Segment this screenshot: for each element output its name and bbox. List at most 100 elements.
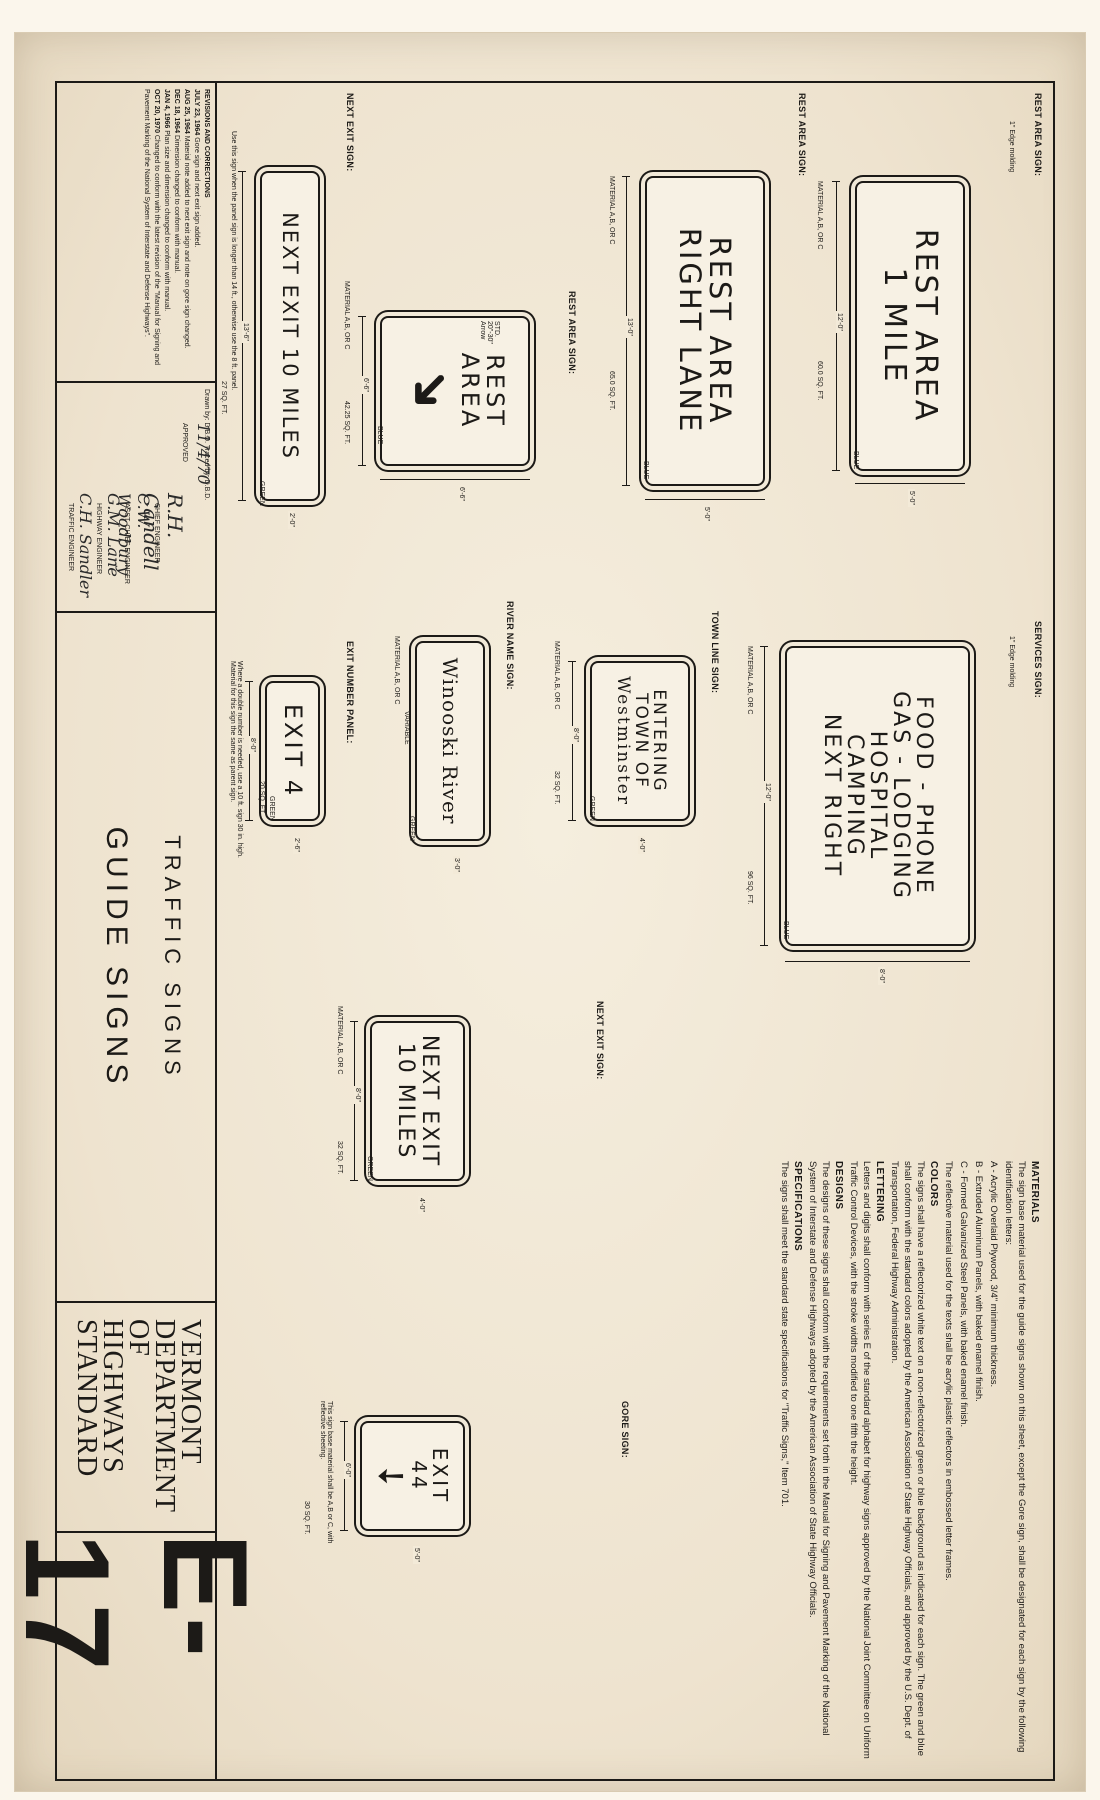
height-label: 4'-0" xyxy=(418,1196,425,1214)
width-label: 6'-0" xyxy=(344,1461,351,1479)
agency-line-2: DEPARTMENT xyxy=(149,1319,180,1513)
approved-label: APPROVED xyxy=(181,423,188,462)
approval-date: 11/4/70 xyxy=(194,423,213,485)
height-label: 5'-0" xyxy=(703,505,710,523)
agency-block: VERMONT DEPARTMENT OF HIGHWAYS STANDARD xyxy=(55,1301,217,1531)
sign-line: NEXT RIGHT xyxy=(818,713,844,879)
material-note: Where a double number is needed, use a 1… xyxy=(229,661,243,858)
specification-notes: MATERIALS The sign base material used fo… xyxy=(776,1161,1041,1761)
revision-date: DEC 18, 1964 xyxy=(173,89,180,133)
drawing-sheet: REST AREA SIGN: 1" Edge molding REST ARE… xyxy=(0,32,1086,1792)
revisions-block: REVISIONS AND CORRECTIONS JULY 23, 1964 … xyxy=(55,81,217,381)
material-label: MATERIAL A,B, OR C xyxy=(746,646,753,715)
width-label: 8'-0" xyxy=(572,726,579,744)
width-label: 13'-0" xyxy=(626,316,633,338)
next-exit-long-sign: NEXT EXIT 10 MILES xyxy=(260,171,320,501)
height-label: 6'-6" xyxy=(458,485,465,503)
next-exit-sign-1-caption: NEXT EXIT SIGN: xyxy=(345,93,355,172)
sign-line: EXIT xyxy=(428,1447,453,1505)
sign-line: RIGHT LANE xyxy=(673,227,707,435)
area-label: 96 SQ. FT. xyxy=(746,871,753,905)
area-label: 20 SQ. FT. xyxy=(258,781,265,815)
revision-text: Plan size and dimension changed to confo… xyxy=(163,130,170,312)
area-label: 30 SQ. FT. xyxy=(303,1501,310,1535)
width-label: 13'-6" xyxy=(242,321,249,343)
revision-row: JULY 23, 1964 Gore sign and next exit si… xyxy=(191,89,201,375)
material-c: C - Formed Galvanized Steel Panels, with… xyxy=(958,1161,969,1428)
agency-line-3: OF HIGHWAYS xyxy=(97,1319,154,1474)
sheet-title-block: TRAFFIC SIGNS GUIDE SIGNS xyxy=(55,611,217,1301)
revision-date: JULY 23, 1964 xyxy=(193,89,200,136)
revision-row: JAN 4, 1966 Plan size and dimension chan… xyxy=(161,89,171,375)
sign-line: Westminster xyxy=(613,676,634,806)
material-b: B - Extruded Aluminum Panels, with baked… xyxy=(973,1161,984,1402)
designs-text: The designs of these signs shall conform… xyxy=(807,1161,831,1736)
agency-line-1: VERMONT xyxy=(175,1319,206,1465)
sheet-number-block: E-17 xyxy=(0,1531,272,1781)
colors-heading: COLORS xyxy=(928,1161,939,1207)
area-label: 42.25 SQ. FT. xyxy=(343,401,350,445)
width-label: 6'-6" xyxy=(362,376,369,394)
revision-text: Material note added to next exit sign an… xyxy=(183,135,190,349)
color-label: BLUE xyxy=(642,461,649,480)
area-label: 60.0 SQ. FT. xyxy=(816,361,823,401)
revision-date: AUG 25, 1964 xyxy=(183,89,190,134)
sign-line: NEXT EXIT 10 MILES xyxy=(278,212,303,460)
signature-highway-engineer: G.M. Lane xyxy=(104,493,123,577)
material-a: A - Acrylic Overlaid Plywood, 3/4" minim… xyxy=(988,1161,999,1388)
colors-text: The signs shall have a reflectorized whi… xyxy=(889,1161,926,1756)
material-label: MATERIAL A,B, OR C xyxy=(816,181,823,250)
revision-text: Gore sign and next exit sign added. xyxy=(193,137,200,248)
materials-text: The sign base material used for the guid… xyxy=(1003,1161,1027,1753)
revision-date: OCT 20, 1970 xyxy=(153,89,160,133)
services-sign: FOOD - PHONE GAS - LODGING HOSPITAL CAMP… xyxy=(785,646,970,946)
area-label: 32 SQ. FT. xyxy=(553,771,560,805)
color-label: GREEN xyxy=(408,816,415,841)
material-note: This sign base material shall be A,B or … xyxy=(319,1401,333,1544)
town-line-sign-caption: TOWN LINE SIGN: xyxy=(710,611,720,694)
approval-block: Drawn by: D.B.D. Traced by: D.B.D. 11/4/… xyxy=(55,381,217,611)
river-name-sign-caption: RIVER NAME SIGN: xyxy=(505,601,515,690)
rest-area-sign-3-caption: REST AREA SIGN: xyxy=(567,291,577,375)
color-label: BLUE xyxy=(376,426,383,445)
height-dimension xyxy=(645,499,765,500)
height-label: 8'-0" xyxy=(878,967,885,985)
specifications-text: The signs shall meet the standard state … xyxy=(779,1161,790,1507)
material-label: MATERIAL A,B, OR C xyxy=(393,636,400,705)
sign-line: ENTERING xyxy=(648,689,669,793)
rest-area-sign-1-caption: REST AREA SIGN: xyxy=(1033,93,1043,177)
area-label: 27 SQ. FT. xyxy=(220,381,227,415)
gore-sign: EXIT 44 ➘ xyxy=(360,1421,465,1531)
edge-molding-label: 1" Edge molding xyxy=(1008,121,1015,173)
river-name-sign: Winooski River xyxy=(415,641,485,841)
height-dimension xyxy=(855,483,965,484)
gore-sign-caption: GORE SIGN: xyxy=(620,1401,630,1459)
sign-line: REST AREA xyxy=(703,236,738,426)
color-label: GREEN xyxy=(588,796,595,821)
sign-line: REST xyxy=(481,354,510,428)
revision-row: DEC 18, 1964 Dimension changed to confor… xyxy=(171,89,181,375)
revision-text: Dimension changed to conform with manual… xyxy=(173,134,180,274)
color-label: BLUE xyxy=(782,921,789,940)
material-label: MATERIAL A,B, OR C xyxy=(608,176,615,245)
title-line-2: GUIDE SIGNS xyxy=(100,826,133,1090)
rest-area-1-mile-sign: REST AREA 1 MILE xyxy=(855,181,965,471)
width-label: VARIABLE xyxy=(403,711,410,745)
color-label: BLUE xyxy=(852,451,859,470)
reflective-text: The reflective material used for the tex… xyxy=(943,1161,954,1581)
next-exit-sign-2-caption: NEXT EXIT SIGN: xyxy=(595,1001,605,1080)
width-label: 8'-0" xyxy=(249,736,256,754)
area-label: 65.0 SQ. FT. xyxy=(608,371,615,411)
revision-row: AUG 25, 1964 Material note added to next… xyxy=(181,89,191,375)
rest-area-sign-2-caption: REST AREA SIGN: xyxy=(797,93,807,177)
signature-traffic-engineer: C.H. Sandler xyxy=(76,493,95,598)
height-label: 5'-0" xyxy=(908,489,915,507)
material-label: MATERIAL A,B, OR C xyxy=(553,641,560,710)
materials-heading: MATERIALS xyxy=(1029,1161,1040,1224)
sign-line: HOSPITAL xyxy=(865,730,891,862)
services-sign-caption: SERVICES SIGN: xyxy=(1033,621,1043,699)
revision-date: JAN 4, 1966 xyxy=(163,89,170,129)
height-label: 2'-6" xyxy=(293,836,300,854)
sign-line: 10 MILES xyxy=(393,1042,419,1160)
